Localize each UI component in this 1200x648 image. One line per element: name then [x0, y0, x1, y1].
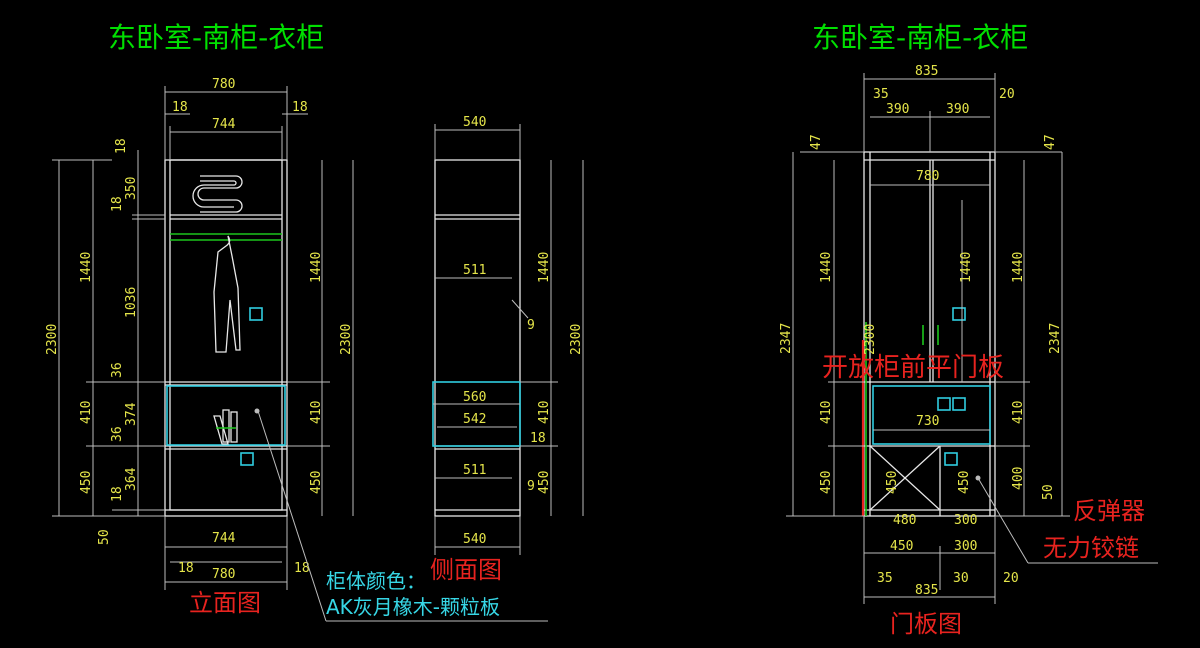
dim-door-r: 390 — [946, 102, 969, 117]
dim-door-right-50: 50 — [1041, 484, 1056, 500]
side-drawer-box — [432, 381, 521, 447]
dim-mid-450: 450 — [885, 471, 900, 494]
dim-560: 560 — [463, 390, 486, 405]
dim-bottom-inner: 744 — [212, 531, 236, 546]
dim-b30: 30 — [953, 571, 969, 586]
dim-side-l: 18 — [172, 100, 188, 115]
dim-left-height: 2300 — [45, 324, 60, 355]
dim-542: 542 — [463, 412, 486, 427]
dim-top-r: 47 — [1043, 134, 1058, 150]
dim-right-height: 2300 — [339, 324, 354, 355]
dim-b300: 300 — [954, 539, 977, 554]
dim-side-410: 410 — [537, 401, 552, 424]
dim-inner-364: 364 — [124, 467, 139, 491]
dim-shelf-depth: 511 — [463, 263, 486, 278]
dim-bottom-outer: 780 — [212, 567, 235, 582]
open-compartment-box — [166, 385, 286, 446]
dim-total-width: 780 — [212, 77, 235, 92]
label-side: 侧面图 — [430, 556, 502, 584]
dim-gap: 9 — [527, 318, 535, 333]
dim-b35: 35 — [877, 571, 893, 586]
dim-side-height: 2300 — [569, 324, 584, 355]
title-left: 东卧室-南柜-衣柜 — [108, 21, 324, 54]
label-hinge: 无力铰链 — [1043, 534, 1139, 562]
dim-door-left-450: 450 — [819, 471, 834, 494]
dim-inner-780: 780 — [916, 169, 939, 184]
dim-right-1440: 1440 — [309, 252, 324, 283]
dim-inner-36b: 36 — [110, 426, 125, 442]
dim-mid-730: 730 — [916, 414, 939, 429]
dim-mid-1440: 1440 — [959, 252, 974, 283]
front-elevation: 780 744 18 18 744 18 780 18 50 2300 1440… — [45, 77, 354, 590]
dim-bottom-side-l: 18 — [178, 561, 194, 576]
dim-door-left-410: 410 — [819, 401, 834, 424]
dim-door-left-1440: 1440 — [819, 252, 834, 283]
dim-door-left-gap: 35 — [873, 87, 889, 102]
dim-inner-18b: 18 — [110, 486, 125, 502]
socket-icon — [952, 397, 966, 411]
dim-inner-width: 744 — [212, 117, 236, 132]
dim-door-right-400: 400 — [1011, 467, 1026, 490]
dim-inner-350: 350 — [124, 177, 139, 200]
title-right: 东卧室-南柜-衣柜 — [812, 21, 1028, 54]
label-front-door: 开放柜前平门板 — [822, 353, 1004, 383]
dim-18: 18 — [530, 431, 546, 446]
side-view: 540 511 9 560 542 18 511 9 540 1440 410 … — [432, 115, 584, 555]
label-door: 门板图 — [890, 610, 962, 638]
dim-left-410: 410 — [79, 401, 94, 424]
socket-icon — [952, 307, 966, 321]
dim-door-l: 390 — [886, 102, 909, 117]
label-color: 柜体颜色： — [326, 569, 426, 593]
dim-top-depth: 540 — [463, 115, 486, 130]
dim-w300: 300 — [954, 513, 977, 528]
label-elevation: 立面图 — [189, 589, 261, 617]
open-cabinet-panel — [872, 385, 991, 445]
dim-b450: 450 — [890, 539, 913, 554]
dim-gap-low: 9 — [527, 479, 535, 494]
clothes-hanger-icon — [213, 235, 241, 353]
dim-mid-450b: 450 — [957, 471, 972, 494]
label-rebound: 反弹器 — [1073, 497, 1145, 525]
dim-side-450: 450 — [537, 471, 552, 494]
dim-door-right-height: 2347 — [1048, 323, 1063, 354]
folders-icon — [213, 409, 238, 445]
socket-icon — [937, 397, 951, 411]
dim-inner-top: 18 — [114, 138, 129, 154]
blanket-icon — [197, 175, 243, 213]
dim-left-1440: 1440 — [79, 252, 94, 283]
dim-inner-1036: 1036 — [124, 287, 139, 318]
dim-side-r: 18 — [292, 100, 308, 115]
dim-door-left-height: 2347 — [779, 323, 794, 354]
dim-door-total: 835 — [915, 64, 938, 79]
dim-top-l: 47 — [809, 134, 824, 150]
door-view: 835 35 20 390 390 780 47 2347 1440 410 4… — [779, 64, 1158, 604]
dim-inner-36a: 36 — [110, 362, 125, 378]
dim-door-right-410: 410 — [1011, 401, 1026, 424]
dim-b835: 835 — [915, 583, 938, 598]
dim-inner-374: 374 — [124, 402, 139, 426]
dim-door-right-1440: 1440 — [1011, 252, 1026, 283]
dim-right-410: 410 — [309, 401, 324, 424]
dim-mid-2300: 2300 — [863, 324, 878, 355]
dim-b20: 20 — [1003, 571, 1019, 586]
dim-side-1440: 1440 — [537, 252, 552, 283]
socket-icon — [944, 452, 958, 466]
dim-inner-18a: 18 — [110, 196, 125, 212]
dim-shelf-depth-low: 511 — [463, 463, 486, 478]
dim-plinth: 50 — [97, 529, 112, 545]
socket-icon — [240, 452, 254, 466]
dim-right-450: 450 — [309, 471, 324, 494]
dim-bottom-side-r: 18 — [294, 561, 310, 576]
dim-door-right-gap: 20 — [999, 87, 1015, 102]
dim-w480: 480 — [893, 513, 916, 528]
socket-icon — [249, 307, 263, 321]
dim-bottom-depth: 540 — [463, 532, 486, 547]
dim-left-450: 450 — [79, 471, 94, 494]
label-color-value: AK灰月橡木-颗粒板 — [326, 595, 500, 619]
